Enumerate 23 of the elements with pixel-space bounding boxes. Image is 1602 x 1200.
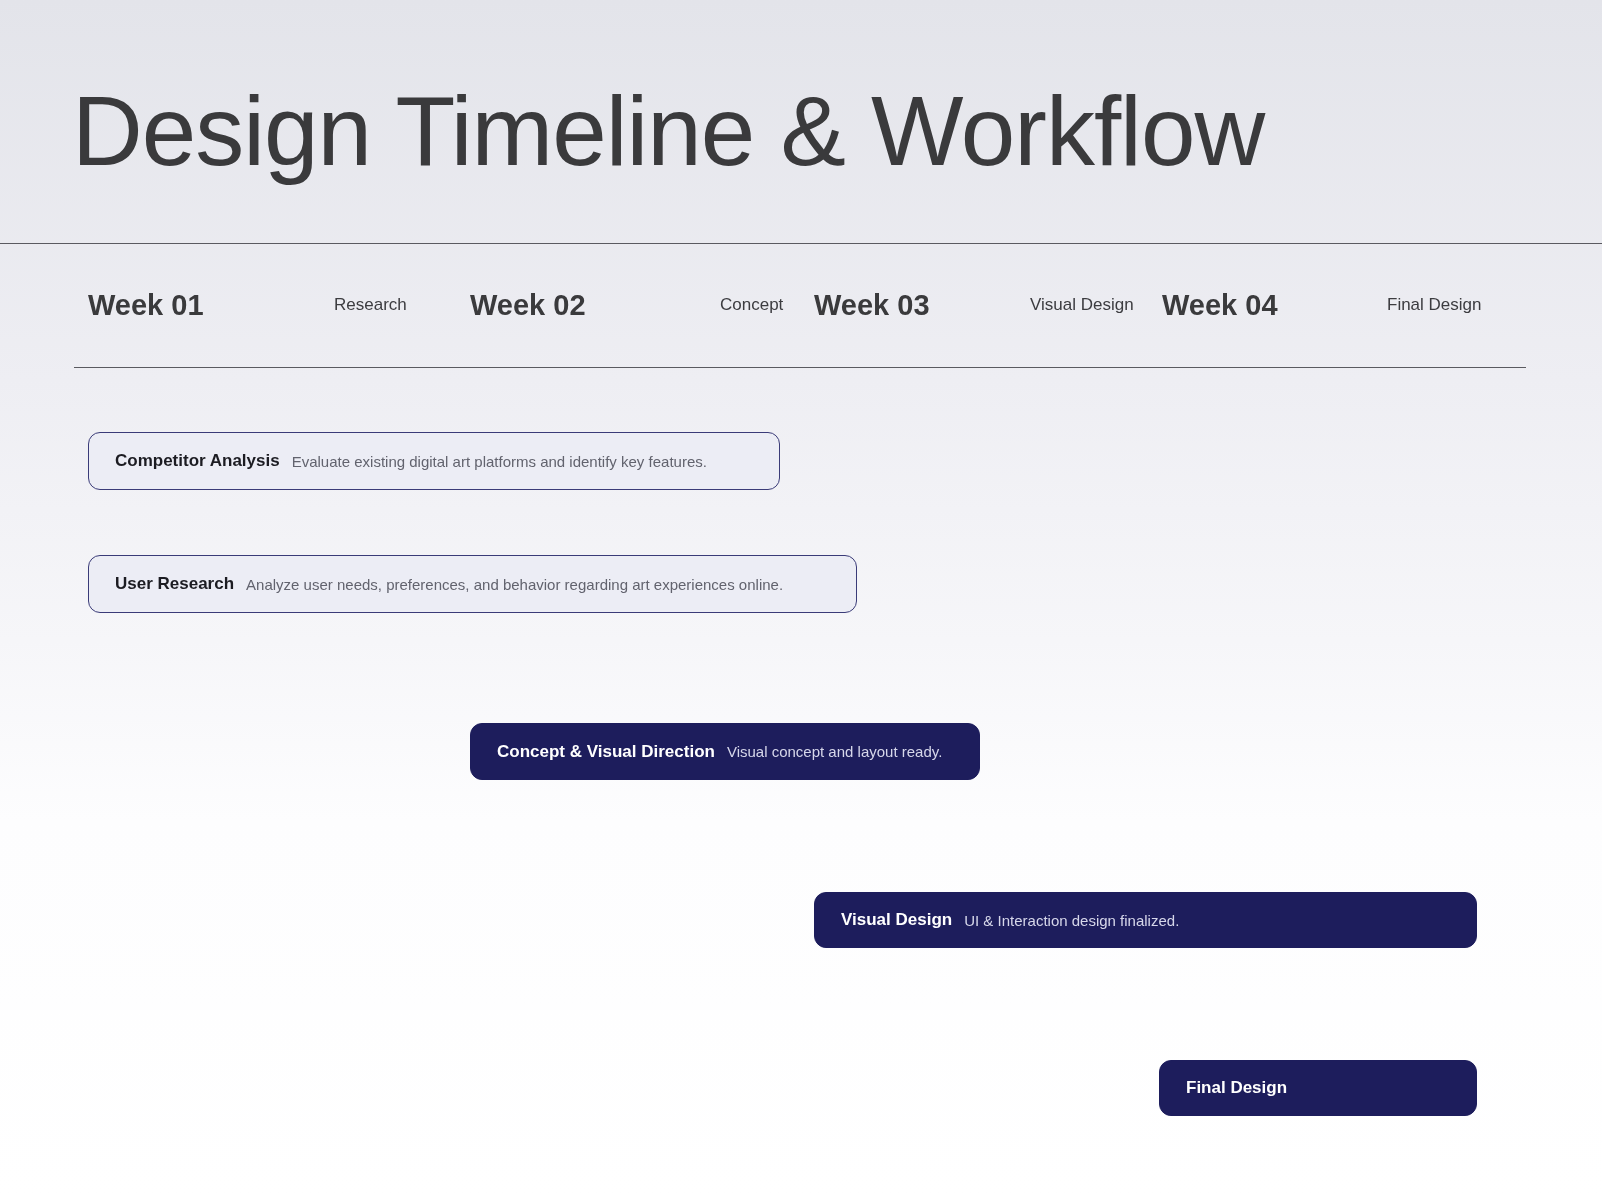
phase-label: Final Design	[1387, 294, 1482, 316]
task-bar	[814, 892, 1477, 948]
task-title: Final Design	[1186, 1078, 1288, 1098]
task-description: Visual concept and layout ready.	[726, 743, 943, 760]
task-bar	[88, 432, 780, 490]
task-description: Evaluate existing digital art platforms and identify key features.	[291, 452, 707, 470]
task-title: Competitor Analysis	[115, 451, 280, 471]
week-label: Week 04	[1162, 287, 1278, 323]
task-bar	[88, 555, 857, 613]
week-label: Week 02	[470, 287, 586, 323]
phase-label: Visual Design	[1030, 294, 1134, 316]
phase-label: Concept	[720, 294, 784, 316]
task-bar	[470, 723, 980, 780]
week-label: Week 03	[814, 287, 930, 323]
title: Design Timeline & Workflow	[72, 78, 1265, 186]
week-label: Week 01	[88, 287, 204, 323]
task-title: User Research	[115, 574, 235, 594]
task-description: UI & Interaction design finalized.	[964, 911, 1180, 929]
task-title: Concept & Visual Direction	[497, 741, 715, 762]
task-description: Analyze user needs, preferences, and behavior regarding art experiences online.	[246, 575, 784, 593]
task-bar	[1159, 1060, 1477, 1116]
task-title: Visual Design	[841, 910, 953, 930]
phase-label: Research	[334, 294, 407, 316]
